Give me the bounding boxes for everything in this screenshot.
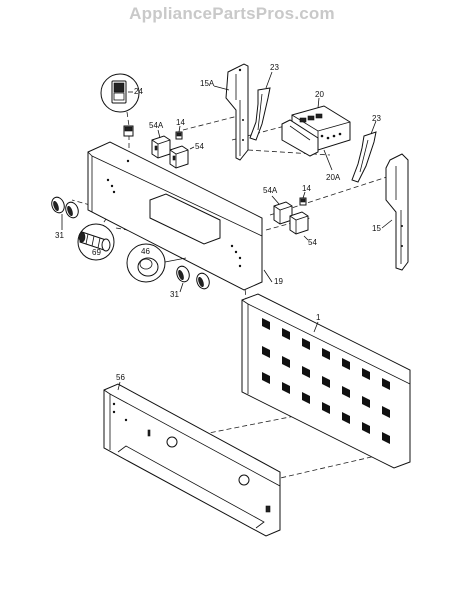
callout-15: 15 bbox=[372, 224, 381, 233]
callout-23-right: 23 bbox=[372, 114, 381, 123]
callout-20a: 20A bbox=[326, 173, 341, 182]
callout-54-mid: 54 bbox=[308, 238, 317, 247]
rear-panel-1 bbox=[241, 293, 411, 469]
rocker-switch-detail bbox=[100, 73, 140, 137]
callout-23-upper: 23 bbox=[270, 63, 279, 72]
callout-24: 24 bbox=[134, 87, 143, 96]
callout-56: 56 bbox=[116, 373, 125, 382]
switch-54-mid bbox=[289, 211, 309, 241]
valve-detail-69 bbox=[77, 223, 115, 261]
clip-23-right bbox=[351, 120, 377, 183]
knobs-31-bottom bbox=[176, 265, 210, 293]
callout-54-upper: 54 bbox=[195, 142, 204, 151]
clip-23-upper bbox=[249, 71, 273, 141]
callout-1: 1 bbox=[316, 313, 321, 322]
overlay-20a bbox=[281, 119, 319, 157]
indicator-detail-46 bbox=[126, 243, 187, 283]
callout-19: 19 bbox=[274, 277, 283, 286]
callout-54a-mid: 54A bbox=[263, 186, 278, 195]
callout-54a-upper: 54A bbox=[149, 121, 164, 130]
lower-panel-56 bbox=[103, 381, 281, 537]
callout-14-mid: 14 bbox=[302, 184, 311, 193]
control-panel-19 bbox=[87, 141, 273, 291]
vent-slots bbox=[262, 318, 390, 444]
switch-54-upper bbox=[169, 145, 195, 169]
switch-14-mid bbox=[299, 191, 307, 206]
callout-14-upper: 14 bbox=[176, 118, 185, 127]
callout-20: 20 bbox=[315, 90, 324, 99]
switch-14-upper bbox=[175, 125, 183, 140]
switch-54a-upper bbox=[151, 129, 171, 159]
callout-69: 69 bbox=[92, 248, 101, 257]
side-bracket-15 bbox=[381, 153, 409, 271]
side-bracket-15a bbox=[213, 63, 249, 161]
callout-labels: 24 15A 23 20 54A 14 54 20A 23 15 54A 14 … bbox=[55, 63, 381, 382]
watermark-text: AppliancePartsPros.com bbox=[129, 4, 335, 23]
callout-31-left: 31 bbox=[55, 231, 64, 240]
callout-31-bottom: 31 bbox=[170, 290, 179, 299]
callout-46: 46 bbox=[141, 247, 150, 256]
callout-15a: 15A bbox=[200, 79, 215, 88]
switch-54a-mid bbox=[271, 195, 293, 225]
knobs-31-left bbox=[51, 196, 79, 230]
